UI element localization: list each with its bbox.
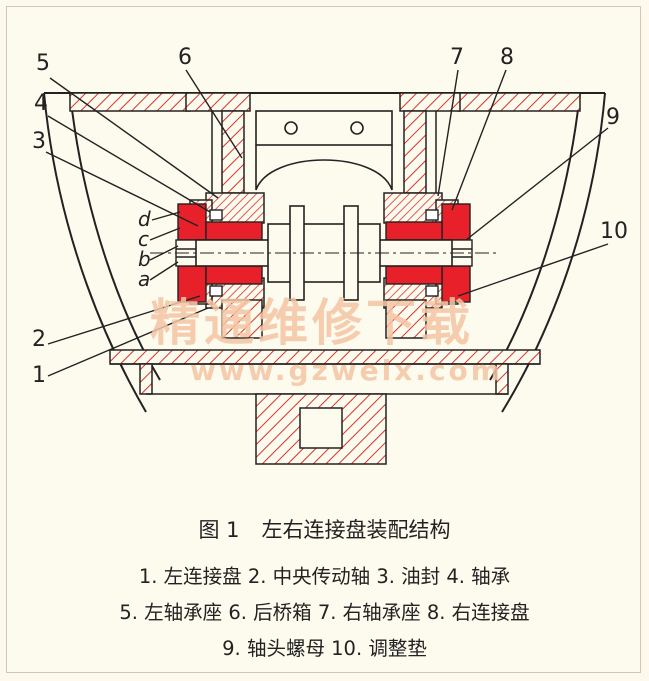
callout-a: a	[138, 267, 150, 291]
figure-number: 图 1	[198, 518, 240, 542]
callout-9: 9	[606, 105, 620, 130]
callout-2: 2	[32, 327, 46, 352]
leader-lines	[45, 69, 609, 377]
callout-7: 7	[450, 45, 464, 70]
legend-line-2: 5. 左轴承座 6. 后桥箱 7. 右轴承座 8. 右连接盘	[119, 601, 530, 624]
callout-4: 4	[34, 91, 48, 116]
callout-10: 10	[600, 219, 628, 244]
callout-b: b	[138, 247, 151, 271]
left-connecting-disc	[177, 203, 263, 303]
callout-1: 1	[32, 363, 46, 388]
callout-3: 3	[32, 129, 46, 154]
figure-caption: 图 1 左右连接盘装配结构	[0, 514, 649, 544]
watermark-title: 精通维修下载	[150, 294, 474, 352]
callout-8: 8	[500, 45, 514, 70]
legend-line-3: 9. 轴头螺母 10. 调整垫	[222, 637, 427, 660]
bottom-box	[255, 393, 387, 465]
callout-c: c	[138, 227, 149, 251]
watermark-url: www.gzweix.com	[190, 354, 503, 387]
figure-frame	[6, 6, 641, 673]
figure-title: 左右连接盘装配结构	[261, 518, 451, 542]
top-wall	[69, 92, 581, 112]
central-drive-shaft	[150, 205, 498, 301]
callout-d: d	[138, 207, 151, 231]
callout-6: 6	[178, 45, 192, 70]
central-carrier	[255, 110, 393, 320]
right-connecting-disc	[385, 203, 471, 303]
housing-walls	[211, 110, 437, 194]
legend-line-1: 1. 左连接盘 2. 中央传动轴 3. 油封 4. 轴承	[138, 565, 511, 588]
callout-5: 5	[36, 51, 50, 76]
